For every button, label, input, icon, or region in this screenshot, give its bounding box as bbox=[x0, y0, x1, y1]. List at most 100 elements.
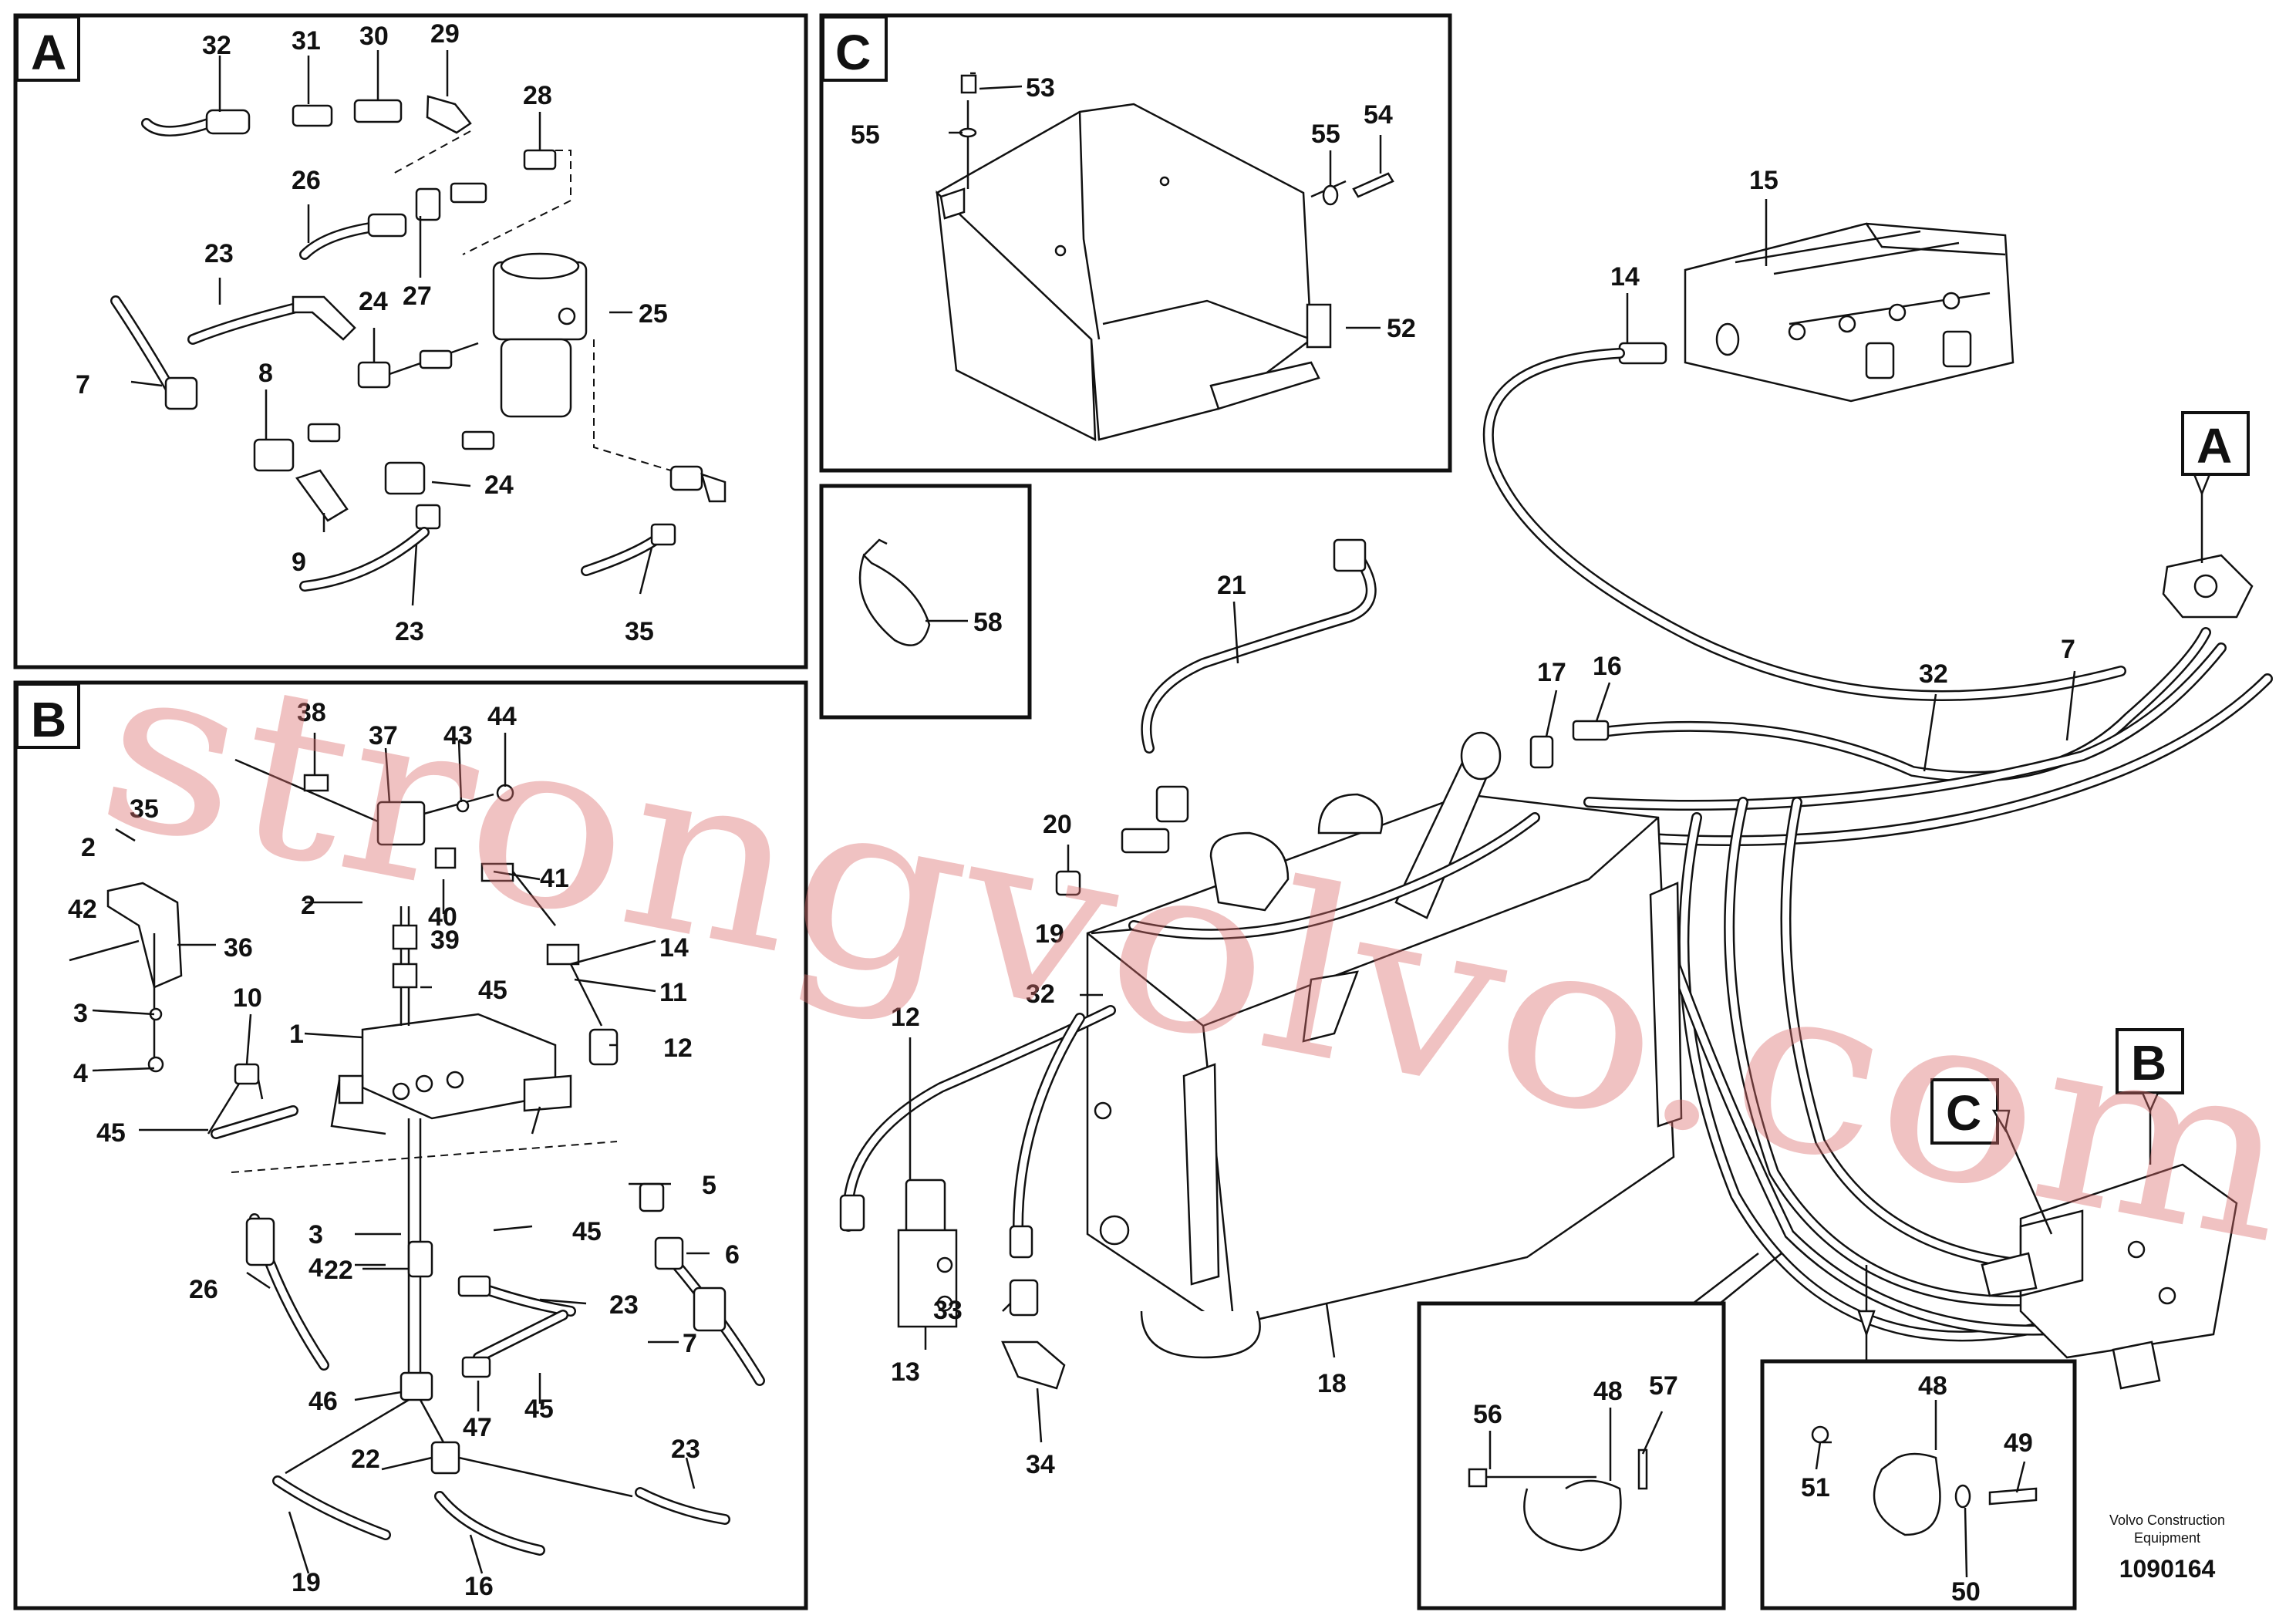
panel-a-labels: 32 31 30 29 28 26 23 24 27 25 7 8 24 9 2… bbox=[76, 19, 668, 646]
callout-label: 2 bbox=[301, 891, 315, 920]
panel-c-tag: C bbox=[835, 25, 871, 80]
panel-b-tag: B bbox=[31, 692, 66, 747]
clamp-48 bbox=[1523, 1479, 1622, 1552]
fitting-14 bbox=[1618, 342, 1667, 365]
callout-label: 47 bbox=[463, 1413, 492, 1442]
clamp-48b bbox=[1873, 1452, 1941, 1536]
callout-label: 27 bbox=[403, 282, 432, 311]
bolt-49 bbox=[1988, 1487, 2038, 1506]
callout-label: 2 bbox=[81, 833, 96, 862]
fitting-31 bbox=[292, 104, 333, 127]
callout-label: 4 bbox=[308, 1253, 323, 1283]
callout-label: 10 bbox=[233, 983, 262, 1013]
panel-a-tag: A bbox=[31, 25, 66, 80]
tee-22b bbox=[430, 1441, 460, 1475]
callout-label: 17 bbox=[1537, 658, 1566, 687]
callout-label: 46 bbox=[308, 1387, 338, 1416]
callout-label: 12 bbox=[663, 1034, 693, 1063]
washer-51 bbox=[1811, 1425, 1829, 1444]
callout-label: 19 bbox=[1035, 919, 1064, 949]
fitting-30 bbox=[353, 99, 403, 123]
panel-a-frame bbox=[13, 13, 808, 669]
detail-right-frame bbox=[1760, 1359, 2077, 1610]
tee-8 bbox=[253, 438, 295, 472]
footer-block: Volvo Construction Equipment 1090164 bbox=[2109, 1512, 2225, 1583]
panel-b: B bbox=[13, 680, 808, 1610]
panel-clip-58: 58 bbox=[819, 484, 1032, 720]
callout-label: 13 bbox=[891, 1357, 920, 1387]
valve-37 bbox=[376, 801, 426, 846]
main-assembly: A B C 15 14 21 17 16 32 7 20 19 12 32 13… bbox=[839, 166, 2273, 1479]
fitting-17 bbox=[1529, 735, 1554, 769]
callout-a-box bbox=[2181, 411, 2250, 476]
callout-label: 18 bbox=[1317, 1369, 1347, 1398]
callout-label: 44 bbox=[487, 702, 517, 731]
plug-9 bbox=[295, 469, 349, 522]
callout-label: 3 bbox=[73, 999, 88, 1028]
callout-label: 26 bbox=[292, 166, 321, 195]
callout-label: 35 bbox=[625, 617, 654, 646]
hose-16-b bbox=[434, 1491, 545, 1556]
callout-label: 22 bbox=[324, 1256, 353, 1285]
callout-label: 19 bbox=[292, 1568, 321, 1597]
hose-23b bbox=[299, 527, 430, 592]
hose-21 bbox=[1141, 550, 1377, 754]
callout-label: 55 bbox=[851, 120, 880, 150]
callout-label: 49 bbox=[2004, 1428, 2033, 1458]
panel-a: A bbox=[13, 13, 808, 669]
callout-label: 3 bbox=[308, 1220, 323, 1249]
callout-b-box bbox=[2116, 1028, 2184, 1094]
callout-label: 33 bbox=[933, 1296, 963, 1325]
callout-label: 53 bbox=[1026, 73, 1055, 103]
callout-label: 14 bbox=[659, 933, 689, 963]
callout-label: 45 bbox=[572, 1217, 602, 1246]
panel-clip-frame bbox=[819, 484, 1032, 720]
tee-27 bbox=[415, 187, 441, 221]
callout-label: 4 bbox=[73, 1059, 88, 1088]
washer-55b bbox=[1322, 184, 1339, 206]
callout-label: 51 bbox=[1801, 1473, 1830, 1502]
callout-label: 56 bbox=[1473, 1400, 1502, 1429]
fitting-34 bbox=[1001, 1340, 1066, 1390]
hose-32-main bbox=[1591, 627, 2211, 782]
panel-c: C 53 55 55 54 52 bbox=[819, 13, 1452, 473]
panel-c-frame bbox=[819, 13, 1452, 473]
main-labels: 15 14 21 17 16 32 7 20 19 12 32 13 33 34… bbox=[891, 166, 2075, 1479]
callout-label: 40 bbox=[428, 902, 457, 932]
panel-a-tag-box bbox=[15, 15, 80, 82]
detail-clamp-left: 56 48 57 bbox=[1417, 1253, 1782, 1610]
callout-label: 11 bbox=[659, 978, 687, 1007]
bolt-54 bbox=[1352, 172, 1394, 198]
panel-b-frame bbox=[13, 680, 808, 1610]
callout-label: 48 bbox=[1593, 1377, 1623, 1406]
callout-label: 7 bbox=[683, 1329, 697, 1358]
callout-label: 5 bbox=[702, 1171, 716, 1200]
callout-label: 9 bbox=[292, 548, 306, 577]
callout-label: 8 bbox=[258, 359, 273, 388]
callout-label: 28 bbox=[523, 81, 552, 110]
callout-label: 6 bbox=[725, 1240, 740, 1270]
nut-57 bbox=[1637, 1448, 1648, 1490]
bolt-53 bbox=[960, 74, 977, 94]
company-line-1: Volvo Construction bbox=[2109, 1512, 2225, 1528]
callout-label: 35 bbox=[130, 794, 159, 824]
fitting-47 bbox=[461, 1356, 491, 1378]
callout-label: 50 bbox=[1951, 1577, 1981, 1607]
fitting-32 bbox=[205, 109, 251, 135]
control-valve-1 bbox=[330, 1013, 572, 1135]
callout-label: 48 bbox=[1918, 1371, 1947, 1401]
callout-label: 45 bbox=[96, 1118, 126, 1148]
callout-label: 15 bbox=[1749, 166, 1778, 195]
callout-label: 23 bbox=[609, 1290, 639, 1320]
fitting-29 bbox=[426, 95, 472, 134]
callout-label: 57 bbox=[1649, 1371, 1678, 1401]
callout-label: 45 bbox=[478, 976, 507, 1005]
battery-box-cover bbox=[935, 103, 1332, 442]
tee-24b bbox=[384, 461, 426, 495]
callout-label: 1 bbox=[289, 1020, 304, 1049]
bolt-56 bbox=[1468, 1468, 1488, 1488]
callout-label: 12 bbox=[891, 1003, 920, 1032]
valve-13 bbox=[897, 1179, 958, 1328]
callout-label: 39 bbox=[430, 926, 460, 955]
washer-50 bbox=[1954, 1484, 1971, 1509]
